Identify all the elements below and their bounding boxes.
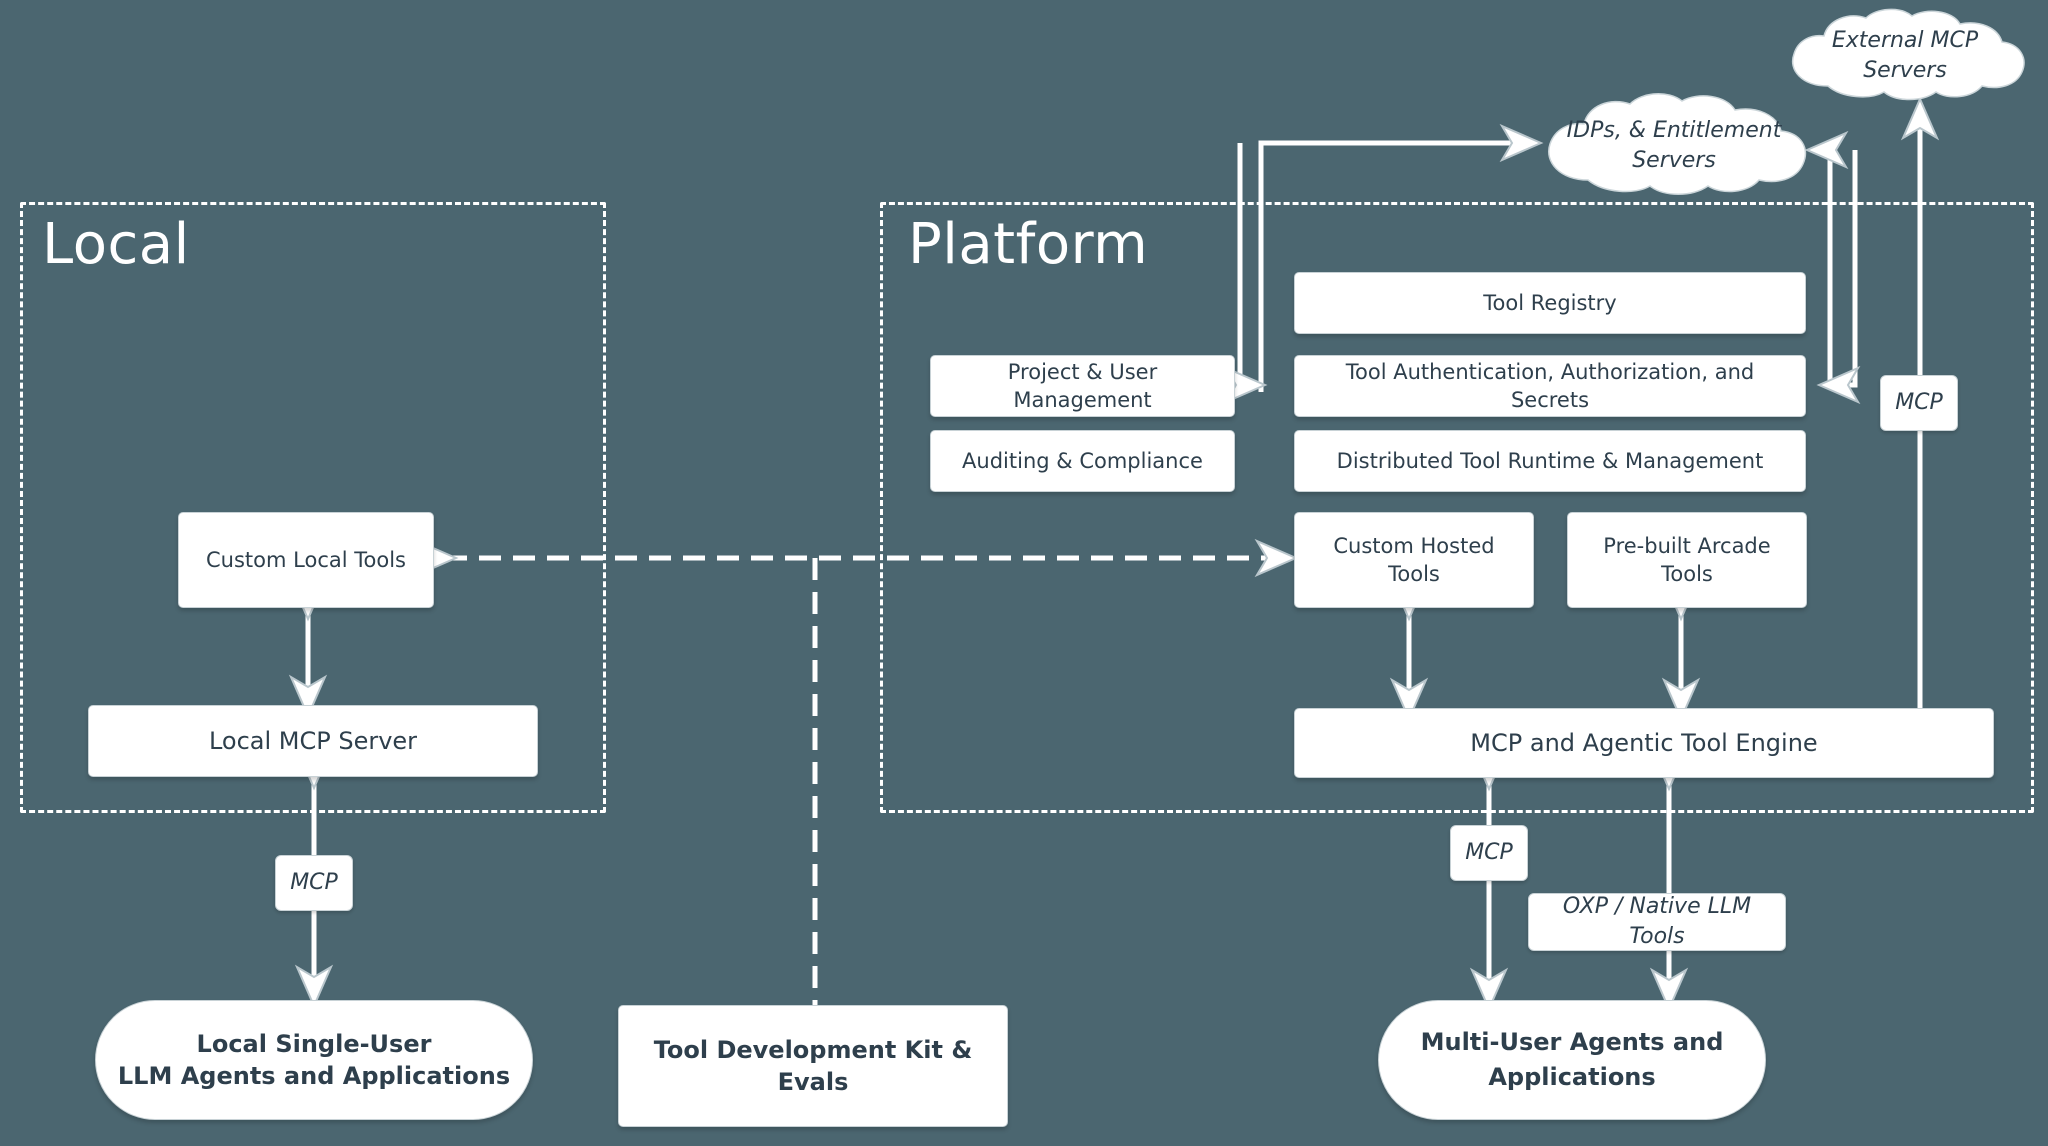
tag-platform-mcp-right: MCP	[1880, 375, 1958, 431]
zone-local	[20, 202, 606, 813]
node-tool-registry[interactable]: Tool Registry	[1294, 272, 1806, 334]
node-local-agents[interactable]: Local Single-User LLM Agents and Applica…	[95, 1000, 533, 1120]
node-local-agents-line1: Local Single-User	[196, 1029, 432, 1058]
cloud-idps-entitlement: IDPs, & Entitlement Servers	[1530, 92, 1818, 200]
node-custom-local-tools[interactable]: Custom Local Tools	[178, 512, 434, 608]
cloud-shape-external	[1791, 8, 2025, 101]
node-multi-user-agents-labels: Multi-User Agents and Applications	[1378, 1000, 1766, 1120]
node-tool-authentication[interactable]: Tool Authentication, Authorization, and …	[1294, 355, 1806, 417]
node-distributed-tool-runtime[interactable]: Distributed Tool Runtime & Management	[1294, 430, 1806, 492]
node-project-user-management[interactable]: Project & User Management	[930, 355, 1235, 417]
node-tool-development-kit[interactable]: Tool Development Kit & Evals	[618, 1005, 1008, 1127]
node-auditing-compliance[interactable]: Auditing & Compliance	[930, 430, 1235, 492]
cloud-shape-idps	[1548, 93, 1807, 195]
zone-platform-title: Platform	[908, 212, 1149, 277]
node-mcp-agentic-tool-engine[interactable]: MCP and Agentic Tool Engine	[1294, 708, 1994, 778]
cloud-external-mcp-servers: External MCP Servers	[1776, 8, 2034, 104]
cloud-idps-label: IDPs, & Entitlement Servers	[1566, 118, 1782, 173]
node-multi-user-agents-line2: Applications	[1488, 1063, 1656, 1091]
tag-platform-mcp-bottom: MCP	[1450, 825, 1528, 881]
zone-local-title: Local	[42, 212, 190, 277]
node-multi-user-agents[interactable]	[1378, 1000, 1766, 1120]
node-local-agents-line2: LLM Agents and Applications	[117, 1062, 511, 1090]
node-multi-user-agents-line1: Multi-User Agents and	[1420, 1028, 1724, 1057]
tag-oxp-native-llm-tools: OXP / Native LLM Tools	[1528, 893, 1786, 951]
node-custom-hosted-tools[interactable]: Custom Hosted Tools	[1294, 512, 1534, 608]
node-local-mcp-server[interactable]: Local MCP Server	[88, 705, 538, 777]
zone-platform	[880, 202, 2034, 813]
cloud-external-mcp-label: External MCP Servers	[1831, 28, 1979, 83]
tag-local-mcp: MCP	[275, 855, 353, 911]
node-prebuilt-arcade-tools[interactable]: Pre-built Arcade Tools	[1567, 512, 1807, 608]
